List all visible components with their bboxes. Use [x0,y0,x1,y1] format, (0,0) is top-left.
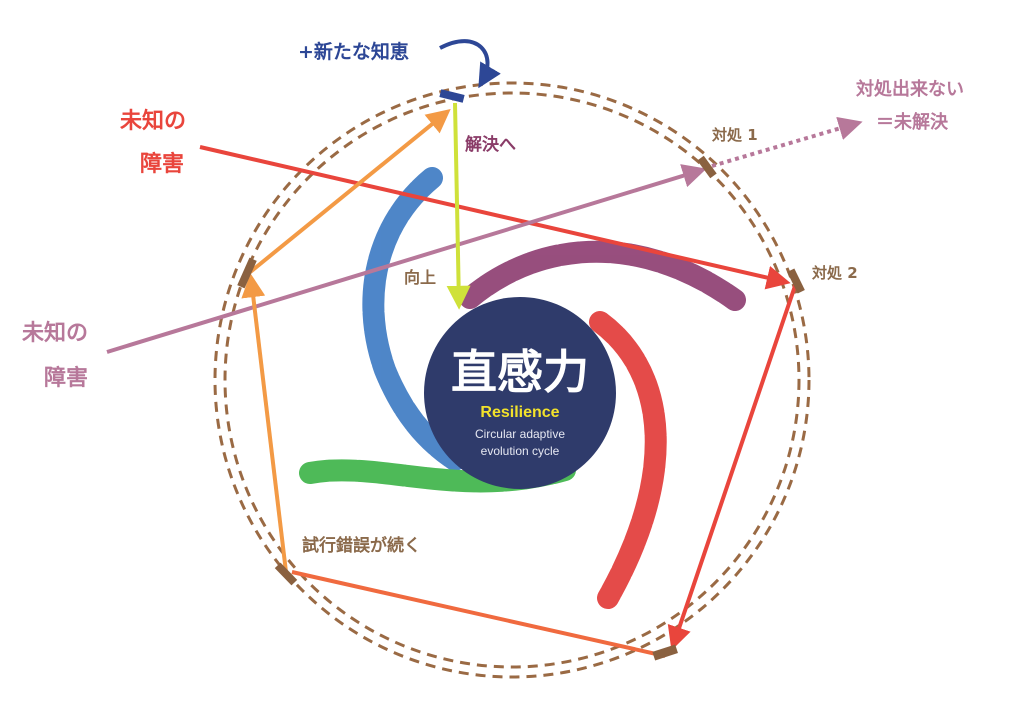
center-line1: Circular adaptive [475,427,565,441]
new-knowledge-label: +新たな知恵 [298,40,409,63]
ring-markers [237,89,805,661]
left-marker [237,257,257,289]
pink-obstacle-arrow [106,164,707,354]
cope2-marker [787,268,805,294]
outer-ring [213,81,811,679]
cannot-cope-line2: ＝未解決 [876,111,949,133]
unresolved-dotted-arrow [711,116,863,168]
cannot-cope-line1: 対処出来ない [855,78,964,100]
red-swirl [589,311,667,609]
blue-swirl [362,167,466,471]
bottom-left-marker [274,562,298,586]
unknown-obstacle-pink-line1: 未知の [22,320,88,346]
center-subtitle: Resilience [480,404,559,421]
center-line2: evolution cycle [481,444,560,458]
bottom-right-marker [652,644,678,661]
unknown-obstacle-red-line1: 未知の [120,108,186,134]
unknown-obstacle-pink-line2: 障害 [44,365,88,391]
cycle-path [241,108,798,658]
new-knowledge-curve-arrow [439,39,501,89]
red-obstacle-arrow [199,145,791,290]
unknown-obstacle-red-line2: 障害 [140,151,184,177]
resolve-arrow [446,102,471,310]
improve-label: 向上 [404,268,436,287]
trial-and-error-label: 試行錯誤が続く [302,535,421,556]
purple-swirl [459,240,746,311]
cope2-label: 対処 2 [811,264,858,282]
cope1-label: 対処 1 [711,126,758,144]
cope1-marker [697,155,717,179]
center-title: 直感力 [451,345,589,399]
top-marker [439,89,465,103]
resolve-label: 解決へ [465,134,516,155]
center-node: 直感力 Resilience Circular adaptive evoluti… [424,297,616,489]
